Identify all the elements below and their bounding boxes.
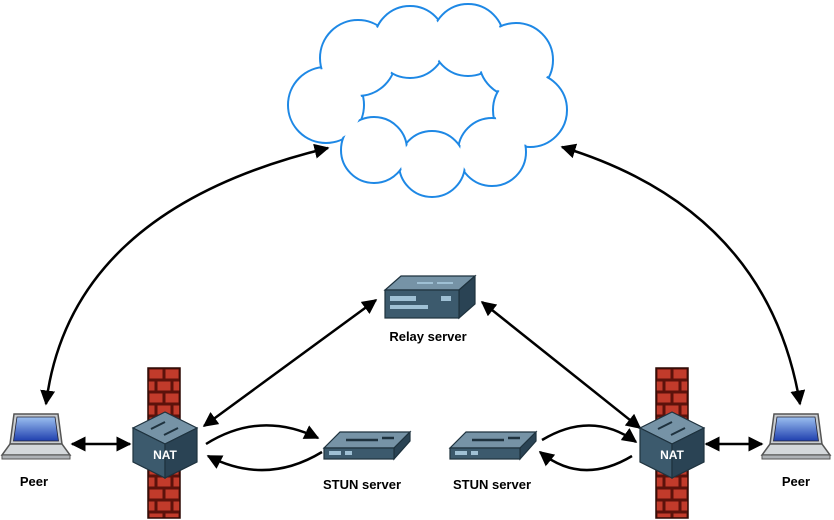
nat-router-icon-left bbox=[132, 411, 198, 479]
arrow-relay-nat-right bbox=[480, 301, 642, 429]
stun-left-label: STUN server bbox=[323, 477, 401, 492]
arrow-stun-nat-lower-left bbox=[206, 450, 323, 472]
arrow-stun-nat-upper-right bbox=[541, 424, 638, 444]
nat-right-label: NAT bbox=[660, 448, 684, 462]
relay-server-label: Relay server bbox=[389, 329, 466, 344]
peer-right-label: Peer bbox=[782, 474, 810, 489]
laptop-icon-left bbox=[1, 413, 71, 460]
stun-right-label: STUN server bbox=[453, 477, 531, 492]
arrow-peer-cloud-right bbox=[560, 143, 806, 406]
stun-server-icon-right bbox=[448, 430, 538, 461]
arrow-peer-cloud-left bbox=[40, 143, 330, 406]
arrow-nat-relay-left bbox=[202, 298, 378, 428]
arrow-nat-stun-lower-right bbox=[538, 451, 633, 472]
stun-server-icon-left bbox=[322, 430, 412, 461]
nat-left-label: NAT bbox=[153, 448, 177, 462]
peer-left-label: Peer bbox=[20, 474, 48, 489]
cloud-icon bbox=[287, 3, 568, 198]
laptop-icon-right bbox=[761, 413, 831, 460]
relay-server-icon bbox=[384, 275, 476, 319]
nat-router-icon-right bbox=[639, 411, 705, 479]
arrow-nat-stun-upper-left bbox=[205, 424, 320, 446]
